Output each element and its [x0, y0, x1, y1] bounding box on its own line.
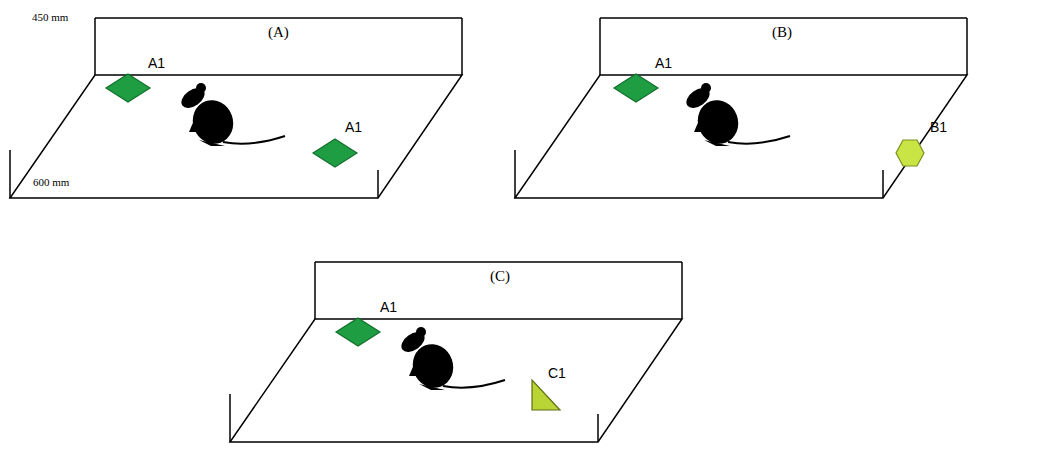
panel-label: (A)	[268, 24, 289, 41]
panel-label: (C)	[490, 268, 510, 285]
arena-c	[230, 262, 682, 442]
object-label: A1	[380, 300, 397, 315]
arena-a	[10, 18, 462, 198]
dimension-label: 600 mm	[33, 176, 69, 188]
panel-label: (B)	[772, 24, 792, 41]
object-label: B1	[930, 120, 947, 135]
dimension-label: 450 mm	[32, 11, 68, 23]
object-label: A1	[655, 56, 672, 71]
arena-b	[515, 18, 967, 198]
object-label: A1	[345, 120, 362, 135]
object-label: A1	[148, 56, 165, 71]
object-label: C1	[548, 366, 566, 381]
